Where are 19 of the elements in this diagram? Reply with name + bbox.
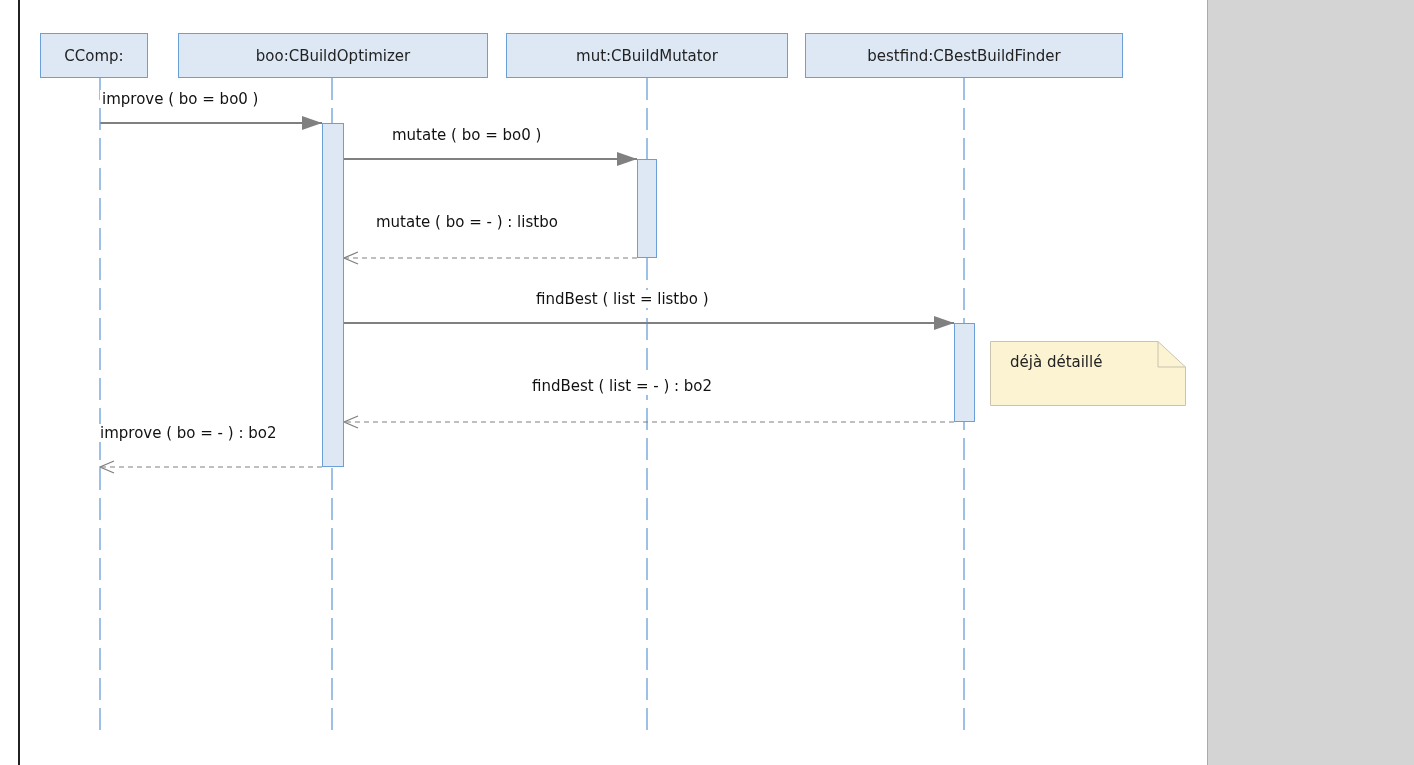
message-label: improve ( bo = bo0 ) xyxy=(100,90,261,108)
participant-head: boo:CBuildOptimizer xyxy=(178,33,488,78)
message-label: improve ( bo = - ) : bo2 xyxy=(98,424,279,442)
activation-bar xyxy=(637,159,657,258)
message-label: findBest ( list = listbo ) xyxy=(534,290,711,308)
note-text: déjà détaillé xyxy=(1010,353,1103,371)
activation-bar xyxy=(322,123,344,467)
message-label: mutate ( bo = bo0 ) xyxy=(390,126,544,144)
participant-head: mut:CBuildMutator xyxy=(506,33,788,78)
participant-head: bestfind:CBestBuildFinder xyxy=(805,33,1123,78)
participant-head: CComp: xyxy=(40,33,148,78)
message-arrow xyxy=(343,152,638,166)
return-arrow xyxy=(99,460,323,474)
message-arrow xyxy=(99,116,323,130)
message-arrow xyxy=(343,316,955,330)
activation-bar xyxy=(954,323,975,422)
return-arrow xyxy=(343,415,955,429)
message-label: mutate ( bo = - ) : listbo xyxy=(374,213,560,231)
return-arrow xyxy=(343,251,638,265)
